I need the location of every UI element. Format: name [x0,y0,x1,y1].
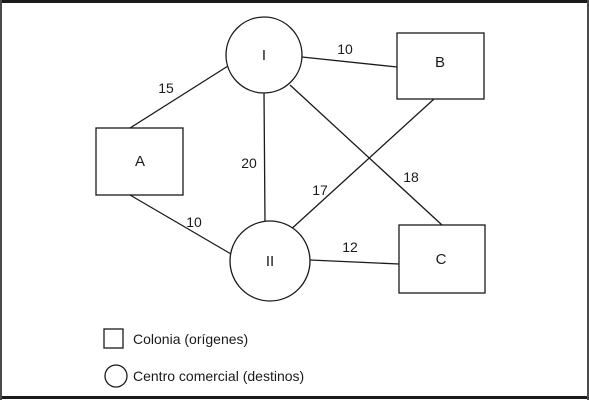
legend-square-icon [103,328,124,349]
frame-bottom-border [0,396,589,399]
node-a-box [95,127,184,196]
legend-circle-icon [104,364,128,388]
edge-i-b [301,56,398,68]
node-c-box [398,224,486,294]
node-i-circle [225,16,303,94]
node-b-label: B [435,54,445,71]
edge-a-i [129,65,229,129]
edge-i-ii-weight: 20 [241,155,257,171]
edge-ii-c-weight: 12 [342,239,358,255]
legend-square-label: Colonia (orígenes) [133,331,248,347]
legend: Colonia (orígenes) Centro comercial (des… [103,328,304,388]
node-i-label: I [262,47,266,64]
edge-a-ii [129,194,232,255]
legend-circle-label: Centro comercial (destinos) [133,368,304,384]
node-ii-label: II [266,253,274,270]
node-a-label: A [135,153,145,170]
edge-i-c-weight: 18 [403,169,419,185]
frame-left-border [0,0,2,400]
node-ii-circle [229,220,311,302]
edge-ii-b-weight: 17 [312,182,328,198]
edge-i-ii [263,91,266,224]
frame-right-border [587,0,589,400]
node-b-box [396,32,485,100]
edge-ii-b [287,98,435,233]
edge-ii-c [309,259,400,265]
edge-i-b-weight: 10 [337,41,353,57]
frame-top-border [0,0,589,3]
edge-a-i-weight: 15 [158,80,174,96]
edge-i-c [289,84,443,226]
node-c-label: C [436,251,447,268]
edge-a-ii-weight: 10 [186,214,202,230]
